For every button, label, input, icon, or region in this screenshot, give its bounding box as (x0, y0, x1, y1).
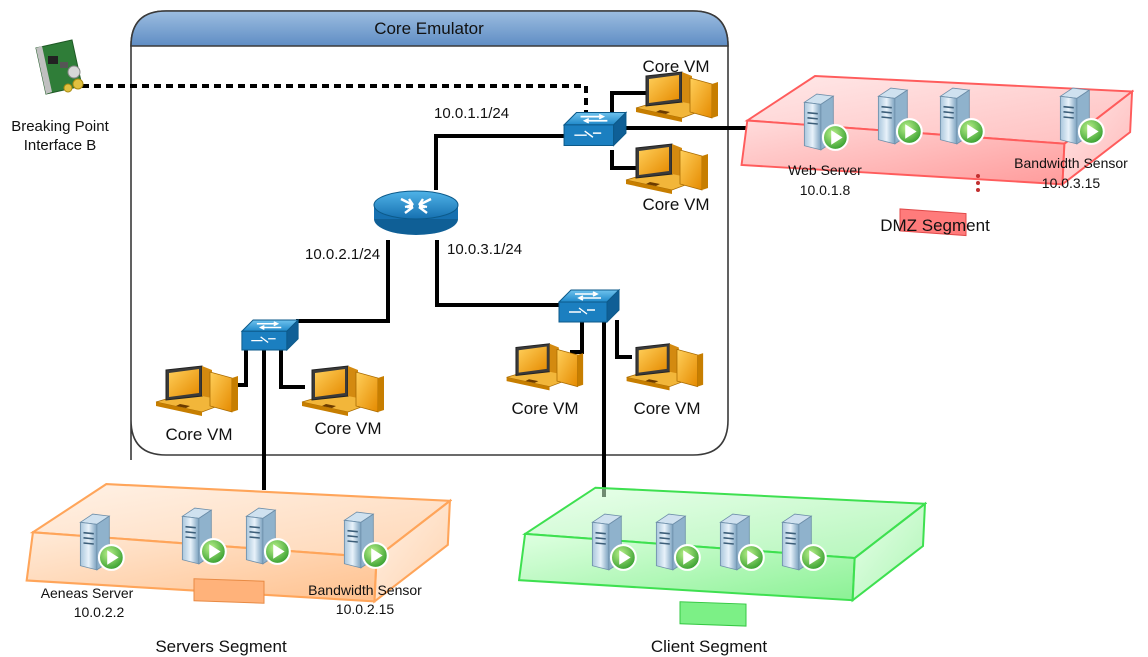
connection-lines (82, 84, 746, 497)
core-vm-label: Core VM (165, 425, 232, 444)
server-name-label: Bandwidth Sensor (308, 582, 422, 598)
switch-client-icon (558, 289, 620, 323)
dashed-link (82, 84, 588, 116)
server-ip-label: 10.0.2.15 (336, 601, 395, 617)
server-name-label: Aeneas Server (41, 585, 134, 601)
emulator-title: Core Emulator (374, 19, 484, 38)
segment-name-client: Client Segment (651, 637, 768, 656)
router-icon (372, 189, 460, 237)
core-vm-label: Core VM (314, 419, 381, 438)
switch-dmz-icon (563, 111, 627, 147)
segment-name-servers: Servers Segment (155, 637, 287, 656)
core-vm-label: Core VM (642, 57, 709, 76)
interface-label-line1: Breaking Point (11, 118, 109, 135)
segment-name-dmz: DMZ Segment (880, 216, 990, 235)
switch-servers-icon (241, 319, 299, 351)
server-ip-label: 10.0.3.15 (1042, 175, 1101, 191)
server-name-label: Web Server (788, 162, 862, 178)
subnet-label-servers: 10.0.2.1/24 (305, 246, 380, 263)
server-ip-label: 10.0.1.8 (800, 182, 851, 198)
server-ip-label: 10.0.2.2 (74, 604, 125, 620)
core-vm-label: Core VM (633, 399, 700, 418)
interface-label-line2: Interface B (24, 137, 97, 154)
servers-rack (25, 483, 451, 604)
core-vm-label: Core VM (511, 399, 578, 418)
subnet-label-client: 10.0.3.1/24 (447, 241, 522, 258)
subnet-label-dmz: 10.0.1.1/24 (434, 105, 509, 122)
server-name-label: Bandwidth Sensor (1014, 155, 1128, 171)
dmz-rack (740, 75, 1134, 237)
core-vm-label: Core VM (642, 195, 709, 214)
network-card-icon (35, 39, 84, 95)
client-rack (517, 486, 927, 627)
